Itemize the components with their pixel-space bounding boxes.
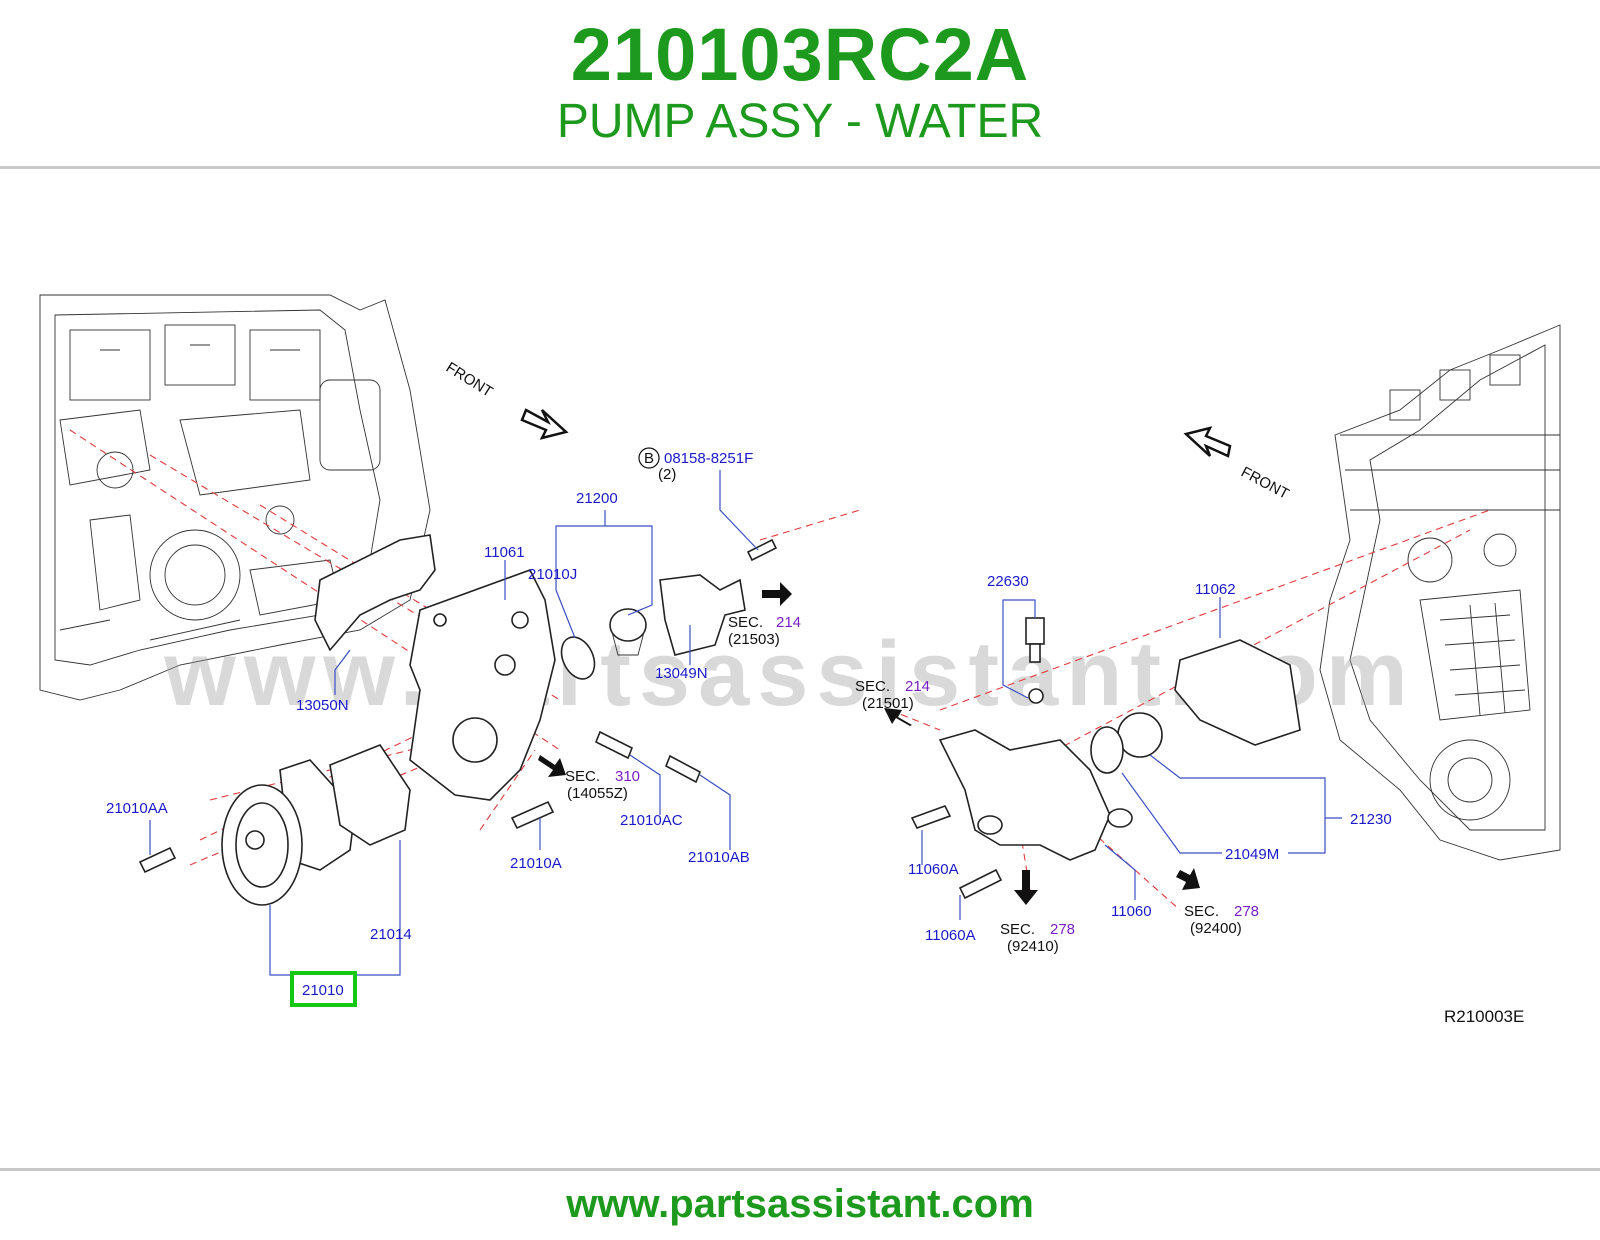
callout-21010j[interactable]: 21010J bbox=[528, 566, 577, 583]
sec278-92410-ref: (92410) bbox=[1007, 938, 1059, 955]
callout-21010-highlighted[interactable]: 21010 bbox=[302, 982, 344, 999]
sec310-ref: (14055Z) bbox=[567, 785, 628, 802]
front-arrow-left-icon bbox=[520, 408, 569, 440]
header: 210103RC2A PUMP ASSY - WATER bbox=[0, 0, 1600, 168]
callout-21230[interactable]: 21230 bbox=[1350, 811, 1392, 828]
callout-11060[interactable]: 11060 bbox=[1111, 903, 1152, 920]
bolt-21010ab-drawing bbox=[664, 754, 702, 784]
sec278-92400-label: SEC. bbox=[1184, 903, 1219, 920]
bolt-b-marker-circle bbox=[638, 447, 660, 469]
outlet-13049n-drawing bbox=[659, 574, 746, 656]
callout-11061[interactable]: 11061 bbox=[484, 544, 525, 561]
callout-21200[interactable]: 21200 bbox=[576, 490, 618, 507]
front-indicator-right: FRONT bbox=[1183, 426, 1292, 503]
callout-22630[interactable]: 22630 bbox=[987, 573, 1029, 590]
drawing-code: R210003E bbox=[1444, 1007, 1524, 1026]
thermostat-drawing bbox=[609, 608, 647, 656]
sec214-inlet-ref: (21501) bbox=[862, 695, 914, 712]
front-label-left: FRONT bbox=[443, 359, 496, 401]
callout-21010ac[interactable]: 21010AC bbox=[620, 812, 683, 829]
callout-08158-qty: (2) bbox=[658, 466, 676, 483]
thermostat-21230-drawing bbox=[1117, 712, 1163, 758]
bolt-21010ac-drawing bbox=[594, 730, 634, 760]
gasket-21014-drawing bbox=[329, 744, 411, 846]
sec278-92410-number[interactable]: 278 bbox=[1050, 921, 1075, 938]
sensor-22630-drawing bbox=[1025, 617, 1045, 704]
front-indicator-left: FRONT bbox=[443, 359, 569, 440]
sec278-92400-ref: (92400) bbox=[1190, 920, 1242, 937]
highlight-box-21010 bbox=[290, 971, 357, 1007]
thermostat-housing-11060-drawing bbox=[938, 729, 1133, 861]
sec214-outlet-ref: (21503) bbox=[728, 631, 780, 648]
o-ring-21049m-drawing bbox=[1090, 726, 1124, 774]
sec278-92400-arrow-icon bbox=[1176, 868, 1200, 890]
engine-block-right-drawing bbox=[1319, 324, 1561, 861]
part-name-subtitle: PUMP ASSY - WATER bbox=[556, 95, 1044, 148]
front-arrow-right-icon bbox=[1183, 426, 1232, 458]
parts-diagram: www.partsassistant.com FRONT FRONT bbox=[0, 270, 1600, 1070]
o-ring-21010j-drawing bbox=[560, 636, 596, 680]
gasket-13050n-drawing bbox=[314, 534, 436, 652]
bolt-11060a-upper-drawing bbox=[910, 805, 952, 829]
bolt-11060a-lower-drawing bbox=[958, 868, 1003, 900]
callout-11062[interactable]: 11062 bbox=[1195, 581, 1236, 598]
header-divider bbox=[0, 166, 1600, 169]
callout-11060a-upper[interactable]: 11060A bbox=[908, 861, 959, 878]
footer-divider bbox=[0, 1168, 1600, 1171]
engine-block-left-drawing bbox=[39, 294, 431, 701]
front-label-right: FRONT bbox=[1238, 464, 1292, 503]
water-pump-21014-drawing bbox=[221, 759, 356, 906]
bolt-08158-drawing bbox=[746, 538, 778, 562]
sec214-outlet-arrow-icon bbox=[762, 582, 792, 606]
callout-08158-8251f[interactable]: 08158-8251F bbox=[664, 450, 753, 467]
callout-11060a-lower[interactable]: 11060A bbox=[925, 927, 976, 944]
sec214-outlet-label: SEC. bbox=[728, 614, 763, 631]
sec278-92410-label: SEC. bbox=[1000, 921, 1035, 938]
sec310-arrow-icon bbox=[538, 755, 566, 777]
callout-21010ab[interactable]: 21010AB bbox=[688, 849, 750, 866]
sec310-number[interactable]: 310 bbox=[615, 768, 640, 785]
sec278-92410-arrow-icon bbox=[1014, 870, 1038, 905]
sec214-inlet-number[interactable]: 214 bbox=[905, 678, 930, 695]
part-number-title: 210103RC2A bbox=[570, 13, 1030, 96]
sec214-inlet-arrow-icon bbox=[884, 708, 912, 726]
sec214-outlet-number[interactable]: 214 bbox=[776, 614, 801, 631]
pump-housing-11061-drawing bbox=[409, 569, 556, 801]
sec214-inlet-label: SEC. bbox=[855, 678, 890, 695]
footer-website-link[interactable]: www.partsassistant.com bbox=[566, 1182, 1034, 1226]
callout-21049m[interactable]: 21049M bbox=[1225, 846, 1279, 863]
callout-13049n[interactable]: 13049N bbox=[655, 665, 708, 682]
bolt-b-marker: B bbox=[644, 450, 654, 467]
sec278-92400-number[interactable]: 278 bbox=[1234, 903, 1259, 920]
sec310-label: SEC. bbox=[565, 768, 600, 785]
bolt-21010aa-drawing bbox=[138, 846, 177, 874]
callout-21010a[interactable]: 21010A bbox=[510, 855, 562, 872]
callout-21010aa[interactable]: 21010AA bbox=[106, 800, 168, 817]
callout-leader-lines bbox=[149, 470, 1342, 990]
bolt-21010a-drawing bbox=[510, 800, 555, 830]
callout-13050n[interactable]: 13050N bbox=[296, 697, 349, 714]
callout-21014[interactable]: 21014 bbox=[370, 926, 412, 943]
gasket-11062-drawing bbox=[1174, 639, 1301, 746]
